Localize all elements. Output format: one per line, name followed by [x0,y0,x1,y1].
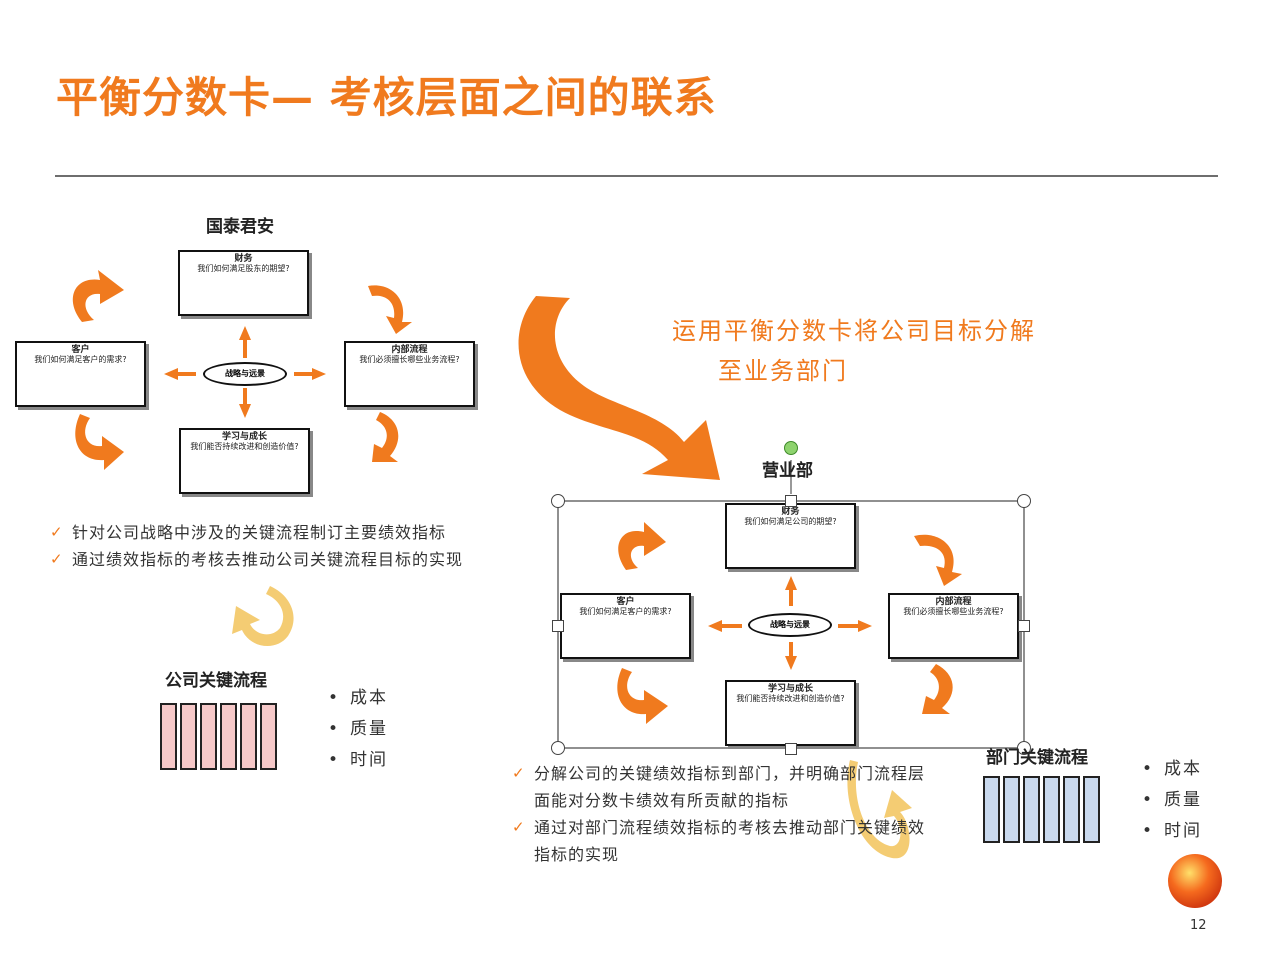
box-title: 客户 [71,345,90,355]
process-bar [260,703,277,770]
process-bar [1083,776,1100,843]
box-text: 我们能否持续改进和创造价值? [190,442,299,451]
selection-handle-icon[interactable] [785,495,797,507]
department-process-title: 部门关键流程 [986,748,1088,768]
department-cycle-arrows [617,522,962,724]
company-box-customer: 客户 我们如何满足客户的需求? [15,341,146,407]
company-metrics: 成本 质量 时间 [328,683,388,776]
box-text: 我们必须擅长哪些业务流程? [903,607,1004,616]
selection-handle-icon[interactable] [1017,741,1031,755]
box-title: 财务 [781,507,800,517]
selection-handle-icon[interactable] [551,741,565,755]
process-bar [160,703,177,770]
annotation-line-1: 运用平衡分数卡将公司目标分解 [672,317,1036,345]
process-bar [240,703,257,770]
box-title: 内部流程 [935,597,972,607]
company-process-bars [160,703,277,770]
department-box-customer: 客户 我们如何满足客户的需求? [560,593,691,659]
box-title: 学习与成长 [767,684,813,694]
metric-item: 成本 [328,683,388,714]
department-strategy-oval: 战略与远景 [748,613,832,637]
box-text: 我们如何满足客户的需求? [579,607,672,616]
department-box-process: 内部流程 我们必须擅长哪些业务流程? [888,593,1019,659]
department-axis-arrows [708,576,872,670]
company-title: 国泰君安 [206,217,274,237]
selection-handle-icon[interactable] [1018,620,1030,632]
department-metrics: 成本 质量 时间 [1142,754,1202,847]
page-number: 12 [1190,918,1207,933]
orange-sphere-icon [1168,854,1222,908]
selection-handle-icon[interactable] [1017,494,1031,508]
metric-item: 时间 [1142,816,1202,847]
slide-title: 平衡分数卡— 考核层面之间的联系 [56,73,717,122]
box-text: 我们能否持续改进和创造价值? [736,694,845,703]
department-title: 营业部 [762,461,813,481]
big-curved-arrow-icon [518,296,720,480]
company-strategy-oval: 战略与远景 [203,362,287,386]
department-process-bars [983,776,1100,843]
company-axis-arrows [164,326,326,418]
box-title: 内部流程 [391,345,428,355]
department-bullets: 分解公司的关键绩效指标到部门，并明确部门流程层面能对分数卡绩效有所贡献的指标 通… [512,760,940,868]
process-bar [220,703,237,770]
selection-handle-icon[interactable] [785,743,797,755]
process-bar [983,776,1000,843]
bullet-item: 通过对部门流程绩效指标的考核去推动部门关键绩效指标的实现 [512,814,940,868]
title-divider [55,175,1218,177]
box-title: 学习与成长 [221,432,267,442]
box-text: 我们如何满足客户的需求? [34,355,127,364]
box-title: 客户 [616,597,635,607]
metric-item: 成本 [1142,754,1202,785]
company-box-learning: 学习与成长 我们能否持续改进和创造价值? [179,428,310,494]
bullet-item: 针对公司战略中涉及的关键流程制订主要绩效指标 [50,519,500,546]
box-text: 我们必须擅长哪些业务流程? [359,355,460,364]
metric-item: 时间 [328,745,388,776]
rotation-handle-icon[interactable] [784,441,798,455]
metric-item: 质量 [1142,785,1202,816]
box-text: 我们如何满足公司的期望? [744,517,837,526]
annotation-line-2: 至业务部门 [718,357,848,385]
process-bar [200,703,217,770]
department-box-finance: 财务 我们如何满足公司的期望? [725,503,856,569]
process-bar [1043,776,1060,843]
process-bar [1023,776,1040,843]
process-bar [180,703,197,770]
box-text: 我们如何满足股东的期望? [197,264,290,273]
process-bar [1063,776,1080,843]
yellow-arrow-icon [232,586,294,647]
selection-handle-icon[interactable] [551,494,565,508]
company-cycle-arrows [72,270,412,470]
metric-item: 质量 [328,714,388,745]
box-title: 财务 [234,254,253,264]
bullet-item: 分解公司的关键绩效指标到部门，并明确部门流程层面能对分数卡绩效有所贡献的指标 [512,760,940,814]
selection-handle-icon[interactable] [552,620,564,632]
company-bullets: 针对公司战略中涉及的关键流程制订主要绩效指标 通过绩效指标的考核去推动公司关键流… [50,519,500,573]
company-box-finance: 财务 我们如何满足股东的期望? [178,250,309,316]
department-box-learning: 学习与成长 我们能否持续改进和创造价值? [725,680,856,746]
bullet-item: 通过绩效指标的考核去推动公司关键流程目标的实现 [50,546,500,573]
process-bar [1003,776,1020,843]
company-process-title: 公司关键流程 [165,671,267,691]
company-box-process: 内部流程 我们必须擅长哪些业务流程? [344,341,475,407]
